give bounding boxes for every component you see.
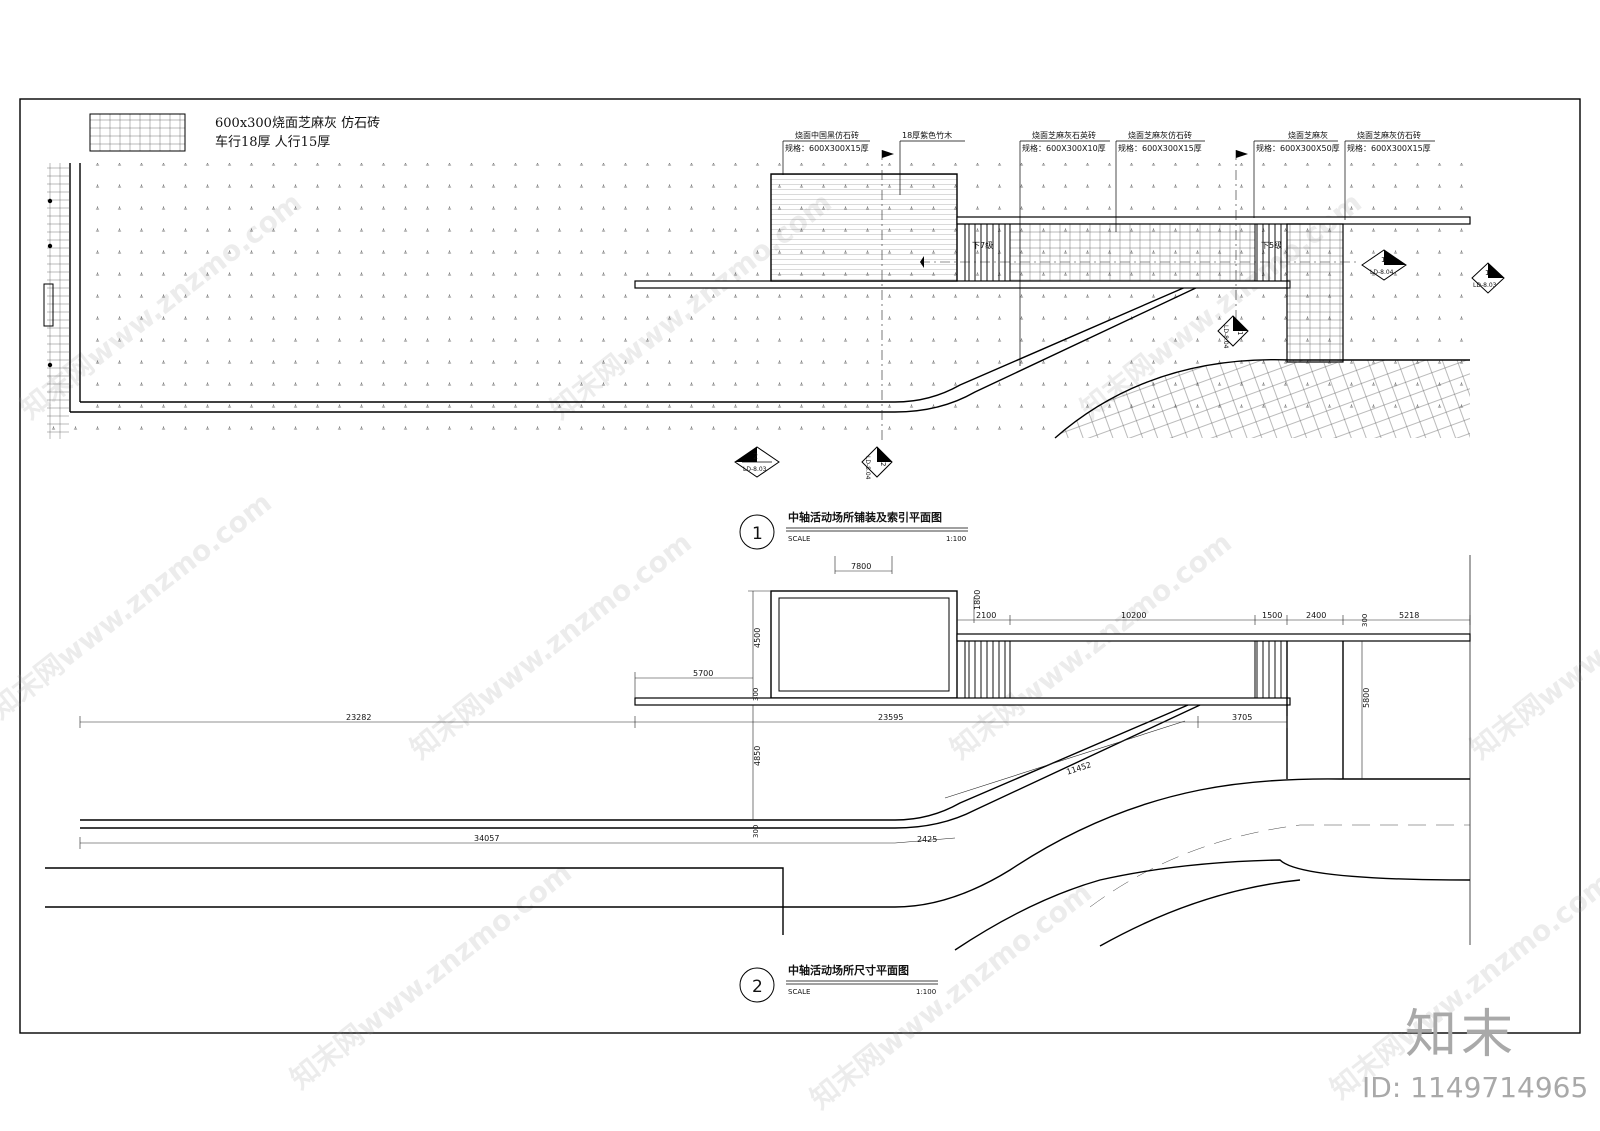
- steps-left-label: 下7级: [972, 240, 993, 250]
- legend-line-1: 600x300烧面芝麻灰 仿石砖: [215, 115, 380, 131]
- plan-1-paving: 600x300烧面芝麻灰 仿石砖 车行18厚 人行15厚 下7级 下5级: [43, 113, 1505, 550]
- svg-text:LD-8.03: LD-8.03: [743, 466, 767, 473]
- svg-text:1: 1: [1381, 256, 1385, 264]
- dim-3705: 3705: [1232, 713, 1252, 722]
- vertical-path: [1286, 223, 1344, 363]
- dim-34057: 34057: [474, 834, 499, 843]
- label-name-1: 烧面中国黑仿石砖: [795, 130, 859, 140]
- plan-2-scale: 1:100: [916, 988, 936, 996]
- dim-300-c: 300: [752, 825, 760, 838]
- plan-1-scale-label: SCALE: [788, 535, 810, 543]
- label-name-2: 18厚紫色竹木: [902, 130, 952, 140]
- dim-5700: 5700: [693, 669, 713, 678]
- legend-swatch: [89, 113, 186, 152]
- dim-23595: 23595: [878, 713, 903, 722]
- plan-2-dimensions: 7800 1800 2100 10200 1500 2400 300 5218 …: [45, 555, 1471, 1003]
- label-name-4: 烧面芝麻灰仿石砖: [1128, 130, 1192, 140]
- label-spec-5: 规格：600X300X50厚: [1256, 143, 1340, 153]
- id-text: ID: 1149714965: [1362, 1071, 1589, 1104]
- plan-2-scale-label: SCALE: [788, 988, 810, 996]
- stairs-right: [1254, 223, 1288, 282]
- svg-text:LD-8.04: LD-8.04: [864, 456, 871, 480]
- material-labels: 烧面中国黑仿石砖 规格：600X300X15厚 18厚紫色竹木 烧面芝麻灰石英砖…: [782, 130, 1435, 366]
- dim-23282: 23282: [346, 713, 371, 722]
- svg-text:LD-8.04: LD-8.04: [1370, 269, 1394, 276]
- corridor-paving: [1009, 223, 1256, 282]
- section-marker-2b: 2 LD-8.04: [861, 446, 893, 480]
- svg-text:LD-8.04: LD-8.04: [1222, 325, 1229, 349]
- dim-4850: 4850: [753, 746, 762, 766]
- watermark: 知末网www.znzmo.com: [804, 876, 1098, 1116]
- label-name-5: 烧面芝麻灰: [1288, 130, 1328, 140]
- svg-text:1: 1: [1485, 269, 1489, 277]
- dim-1800: 1800: [973, 590, 982, 610]
- plan-1-title-block: 1 中轴活动场所铺装及索引平面图 SCALE 1:100: [739, 510, 968, 550]
- platform-edge: [634, 280, 1291, 289]
- svg-text:2: 2: [753, 452, 758, 461]
- dim-300-a: 300: [1361, 614, 1369, 627]
- dim-2100: 2100: [976, 611, 996, 620]
- svg-text:1: 1: [1236, 331, 1244, 335]
- dim-5218: 5218: [1399, 611, 1419, 620]
- brand-logo-text: 知末: [1405, 1005, 1518, 1065]
- label-spec-3: 规格：600X300X10厚: [1022, 143, 1106, 153]
- section-marker-1b: 1 LD-8.04: [1361, 249, 1407, 281]
- plan-1-scale: 1:100: [946, 535, 966, 543]
- plan-1-number: 1: [752, 524, 763, 544]
- watermark: 知末网www.znzmo.com: [0, 486, 278, 726]
- stairs-left: [964, 223, 1011, 282]
- sheet-border: [19, 98, 1581, 1034]
- label-spec-6: 规格：600X300X15厚: [1347, 143, 1431, 153]
- plan-1-title: 中轴活动场所铺装及索引平面图: [788, 510, 942, 524]
- watermark: 知末网www.znzmo.com: [284, 856, 578, 1096]
- dim-10200: 10200: [1121, 611, 1146, 620]
- legend-line-2: 车行18厚 人行15厚: [215, 134, 330, 150]
- deck-outline: [770, 590, 958, 699]
- plan-2-title-block: 2 中轴活动场所尺寸平面图 SCALE 1:100: [739, 963, 938, 1003]
- section-marker-1a: 1 LD-8.03: [1471, 262, 1505, 294]
- plan-2-title: 中轴活动场所尺寸平面图: [788, 963, 909, 977]
- svg-text:2: 2: [879, 462, 887, 466]
- dim-300-b: 300: [752, 688, 760, 701]
- dim-2400: 2400: [1306, 611, 1326, 620]
- plan-2-number: 2: [752, 977, 763, 997]
- lawn-area-bottom: [50, 410, 1060, 436]
- section-marker-2a: 2 LD-8.03: [734, 446, 780, 478]
- label-name-6: 烧面芝麻灰仿石砖: [1357, 130, 1421, 140]
- dim-1500: 1500: [1262, 611, 1282, 620]
- dimension-lines: 7800 1800 2100 10200 1500 2400 300 5218 …: [79, 556, 1471, 849]
- label-name-3: 烧面芝麻灰石英砖: [1032, 130, 1096, 140]
- dim-7800: 7800: [851, 562, 871, 571]
- dim-5800: 5800: [1362, 688, 1371, 708]
- dim-4500: 4500: [753, 628, 762, 648]
- label-spec-4: 规格：600X300X15厚: [1118, 143, 1202, 153]
- watermark: 知末网www.znzmo.com: [1324, 866, 1600, 1106]
- dim-2425: 2425: [917, 835, 937, 844]
- watermark: 知末网www.znzmo.com: [404, 526, 698, 766]
- section-marker-1c: 1 LD-8.04: [1217, 315, 1249, 349]
- steps-right-label: 下5级: [1261, 240, 1282, 250]
- dim-11452: 11452: [1065, 760, 1092, 776]
- label-spec-1: 规格：600X300X15厚: [785, 143, 869, 153]
- curved-plaza: [1055, 359, 1470, 438]
- svg-text:LD-8.03: LD-8.03: [1473, 282, 1497, 289]
- bamboo-deck: [770, 173, 958, 282]
